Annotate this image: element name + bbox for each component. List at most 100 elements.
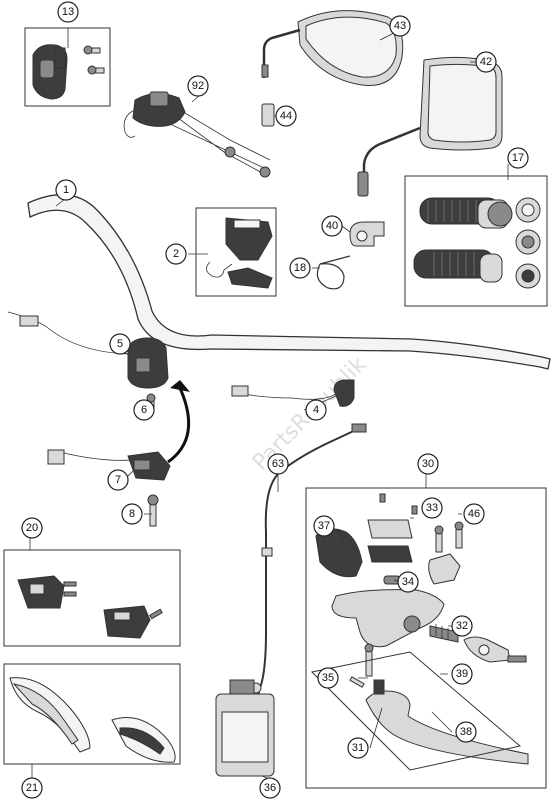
- switch-housing-part: [32, 44, 68, 100]
- callout-circle: [57, 1, 79, 23]
- adjuster-32-part: [429, 624, 459, 643]
- callout-circle: [289, 257, 311, 279]
- callout-number: 13: [62, 6, 74, 18]
- handlebar-part: [27, 194, 551, 370]
- callout-circle: [397, 571, 419, 593]
- callout-number: 8: [129, 508, 135, 520]
- mirror-clamp-part: [349, 221, 385, 247]
- callout-number: 35: [322, 672, 334, 684]
- screws-13: [83, 45, 105, 75]
- callout-30: 30: [417, 453, 439, 475]
- box-20: [3, 549, 181, 647]
- callout-number: 36: [264, 782, 276, 794]
- callout-number: 32: [456, 620, 468, 632]
- callout-number: 31: [352, 742, 364, 754]
- callout-circle: [451, 663, 473, 685]
- callout-circle: [389, 15, 411, 37]
- kill-switch-part: [7, 311, 169, 389]
- callout-circle: [417, 453, 439, 475]
- callout-number: 18: [294, 262, 306, 274]
- callout-20: 20: [21, 517, 43, 539]
- callout-21: 21: [21, 777, 43, 799]
- callout-circle: [455, 721, 477, 743]
- screws-46: [434, 521, 464, 553]
- throttle-assembly-part: [123, 91, 271, 178]
- callout-7: 7: [107, 469, 129, 491]
- callout-44: 44: [275, 105, 297, 127]
- callout-number: 4: [313, 404, 319, 416]
- clutch-master-cylinder-part: [315, 519, 461, 648]
- callout-circle: [507, 147, 529, 169]
- callout-43: 43: [389, 15, 411, 37]
- grip-set-part: [413, 197, 541, 289]
- cable-tie-part: [316, 255, 351, 290]
- callout-number: 33: [426, 502, 438, 514]
- box-2: [195, 207, 277, 297]
- callout-number: 43: [394, 20, 406, 32]
- callout-38: 38: [455, 721, 477, 743]
- callout-number: 63: [272, 458, 284, 470]
- callout-number: 5: [117, 338, 123, 350]
- callout-circle: [133, 399, 155, 421]
- direction-arrow: [167, 387, 191, 464]
- callout-circle: [451, 615, 473, 637]
- lever-kit-outline: [310, 651, 522, 771]
- handguard-pair-part: [9, 677, 176, 763]
- callout-number: 30: [422, 458, 434, 470]
- hydraulic-fluid-bottle-part: [215, 679, 275, 777]
- callout-number: 44: [280, 110, 292, 122]
- callout-32: 32: [451, 615, 473, 637]
- callout-63: 63: [267, 453, 289, 475]
- callout-13: 13: [57, 1, 79, 23]
- lever-31-part: [349, 643, 529, 765]
- callout-33: 33: [421, 497, 443, 519]
- callout-34: 34: [397, 571, 419, 593]
- callout-36: 36: [259, 777, 281, 799]
- combination-switch-part: [47, 449, 171, 481]
- callout-18: 18: [289, 257, 311, 279]
- callout-circle: [109, 333, 131, 355]
- handguard-mount-part: [17, 575, 163, 639]
- callout-40: 40: [321, 215, 343, 237]
- callout-number: 37: [318, 520, 330, 532]
- callout-6: 6: [133, 399, 155, 421]
- callout-circle: [107, 469, 129, 491]
- callout-circle: [463, 503, 485, 525]
- callout-circle: [317, 667, 339, 689]
- box-17: [404, 175, 548, 307]
- callout-number: 92: [192, 80, 204, 92]
- callout-35: 35: [317, 667, 339, 689]
- callout-1: 1: [55, 179, 77, 201]
- callout-2: 2: [165, 243, 187, 265]
- callout-number: 2: [173, 248, 179, 260]
- callout-number: 42: [480, 56, 492, 68]
- callout-number: 40: [326, 220, 338, 232]
- box-21: [3, 663, 181, 765]
- push-rod-39-part: [463, 636, 527, 663]
- callout-circle: [259, 777, 281, 799]
- callout-circle: [421, 497, 443, 519]
- callout-number: 46: [468, 508, 480, 520]
- mirror-left-part: [261, 10, 404, 86]
- callout-circle: [165, 243, 187, 265]
- box-13: [24, 27, 111, 107]
- callout-92: 92: [187, 75, 209, 97]
- callout-number: 38: [460, 726, 472, 738]
- callout-number: 6: [141, 404, 147, 416]
- callout-number: 20: [26, 522, 38, 534]
- callout-8: 8: [121, 503, 143, 525]
- callout-number: 1: [63, 184, 69, 196]
- callout-layer: 13 43 92 44 42 1 17 2 40 18 5 6 4 7 8 63 30 33 46 37 34 20 32 3…: [21, 1, 529, 799]
- callout-number: 7: [115, 474, 121, 486]
- callout-circle: [55, 179, 77, 201]
- callout-circle: [313, 515, 335, 537]
- callout-circle: [267, 453, 289, 475]
- callout-4: 4: [305, 399, 327, 421]
- callout-circle: [21, 517, 43, 539]
- callout-37: 37: [313, 515, 335, 537]
- callout-number: 17: [512, 152, 524, 164]
- arrow-head: [170, 380, 190, 392]
- callout-17: 17: [507, 147, 529, 169]
- screws-33: [379, 493, 418, 515]
